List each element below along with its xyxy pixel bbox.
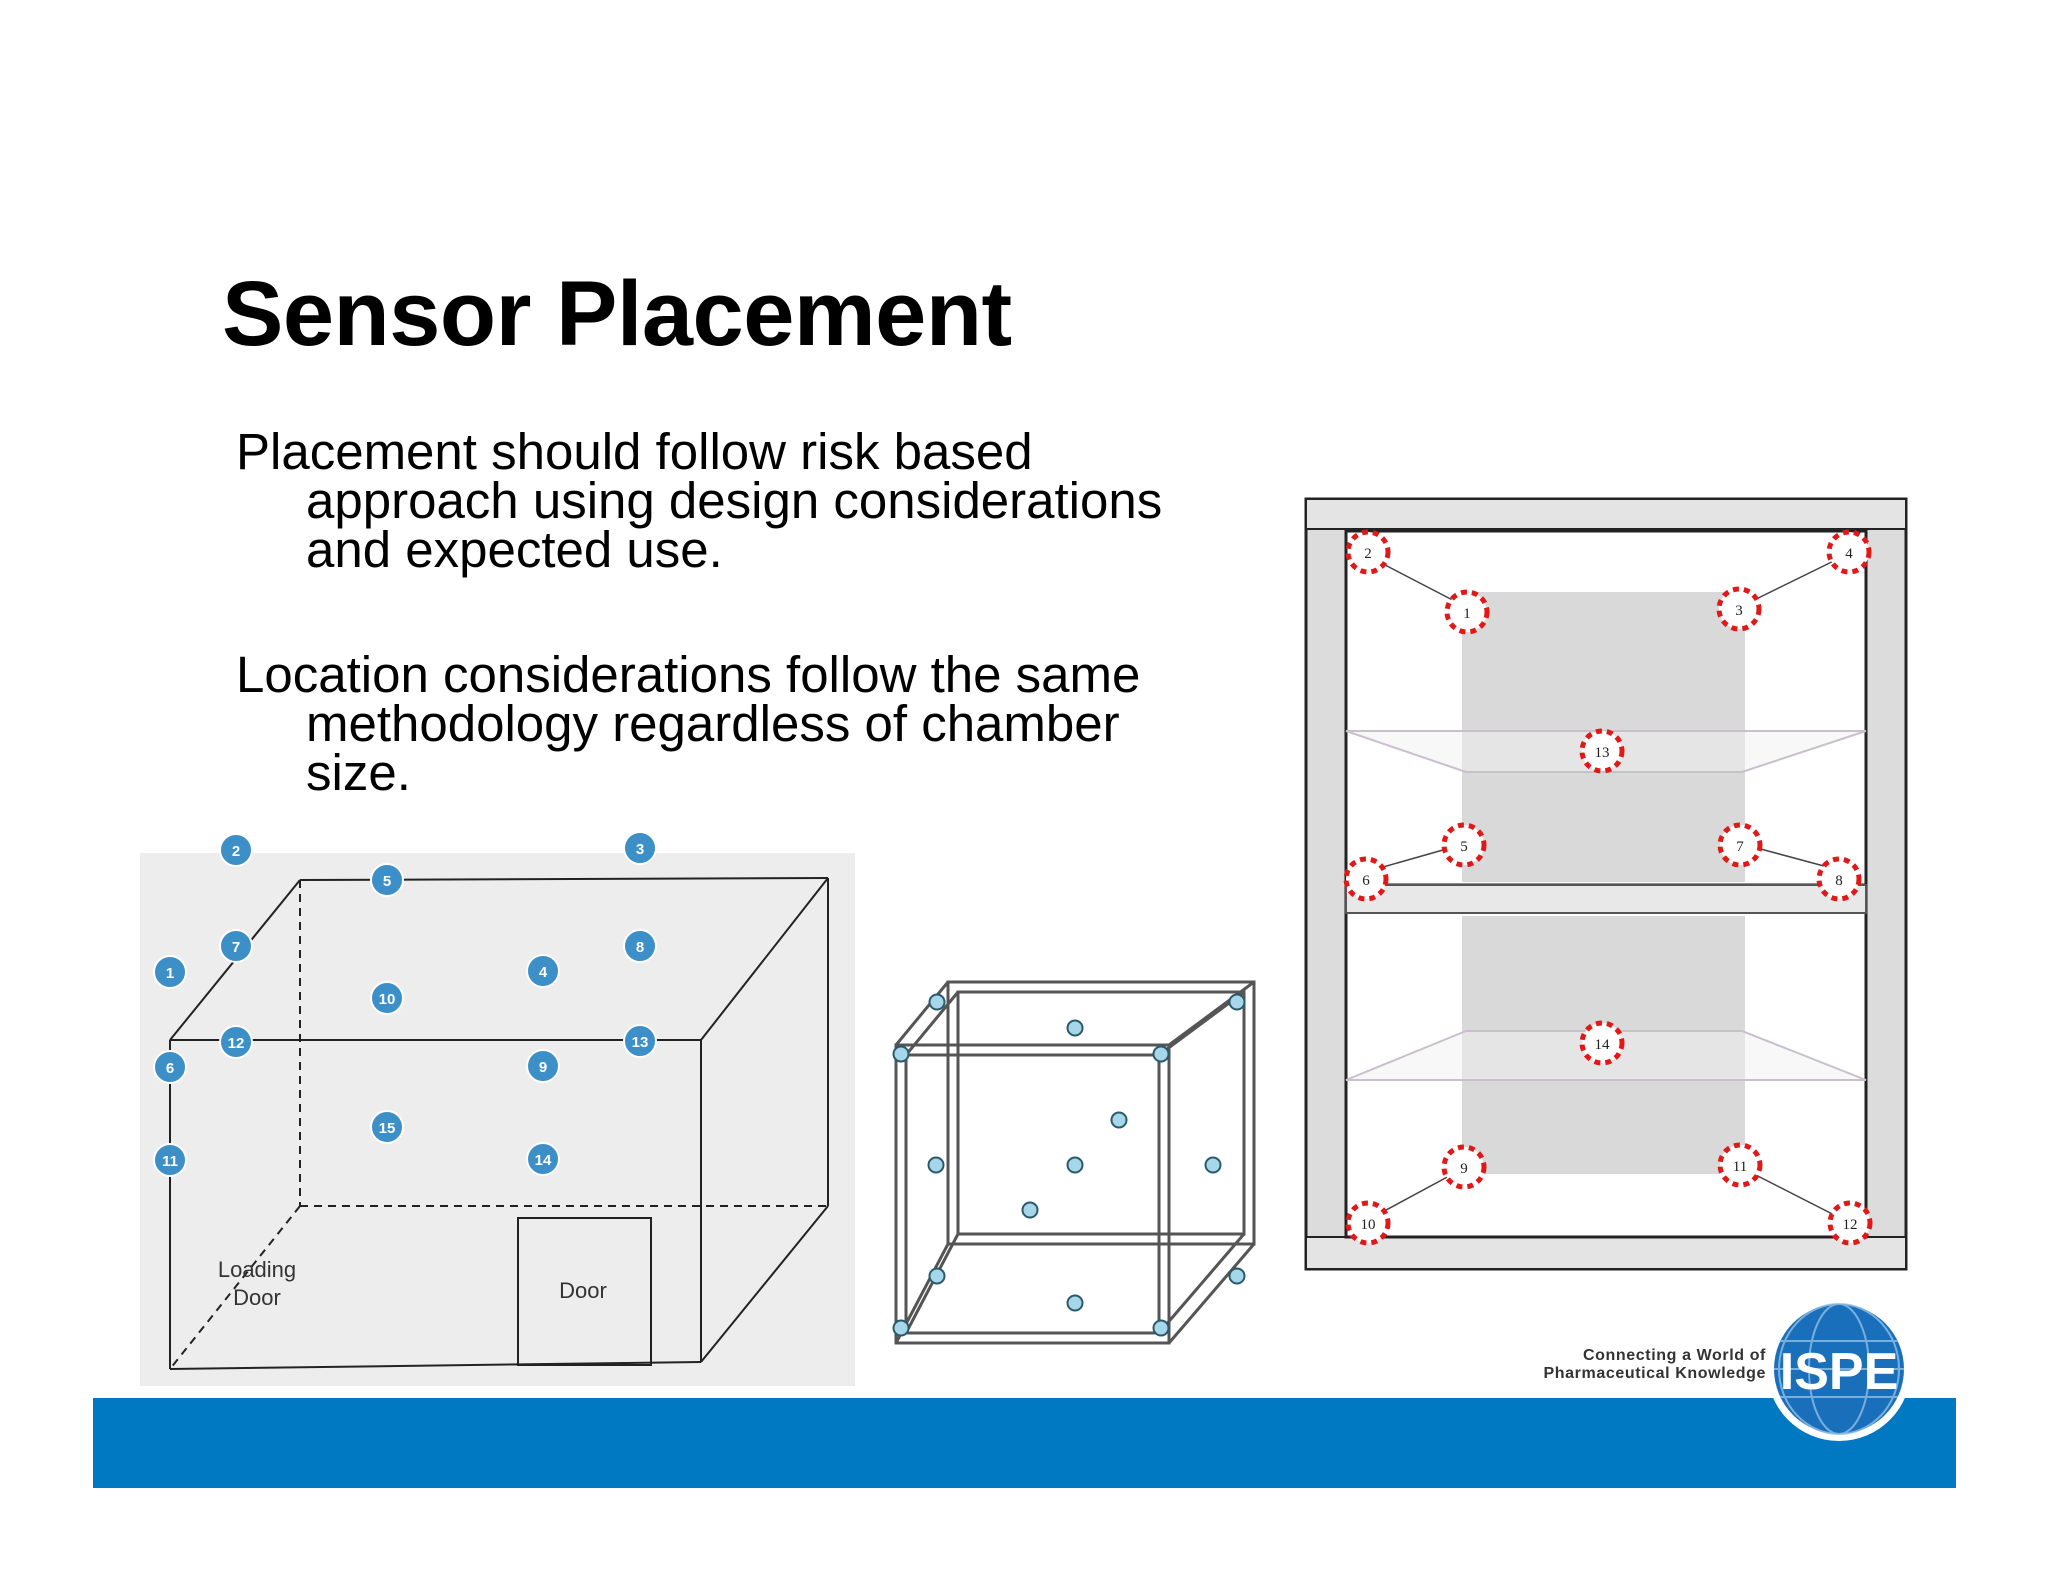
chamber-sensor-13: 13 [1579,728,1625,774]
svg-text:2: 2 [232,843,240,860]
svg-text:5: 5 [1460,839,1468,855]
chamber-sensor-4: 4 [1826,529,1872,575]
cube-sensor [1152,1045,1170,1063]
cube-sensor [1066,1019,1084,1037]
cube-sensor [1228,993,1246,1011]
box-sensor-13: 13 [623,1024,657,1058]
svg-text:12: 12 [228,1035,245,1052]
svg-text:7: 7 [1736,839,1744,855]
slide-title: Sensor Placement [222,263,1012,365]
cube-sensor [1204,1156,1222,1174]
diagram-background [140,853,855,1386]
svg-text:14: 14 [535,1152,552,1169]
chamber-sensor-3: 3 [1716,586,1762,632]
box-sensor-5: 5 [370,863,404,897]
cube-sensor [927,1156,945,1174]
chamber-top-panel [1305,498,1907,530]
svg-text:10: 10 [1361,1217,1376,1233]
cube-sensor-diagram [892,980,1256,1345]
svg-text:11: 11 [1733,1159,1747,1175]
svg-text:9: 9 [1460,1161,1468,1177]
chamber-middle-shelf [1345,884,1867,914]
svg-text:6: 6 [166,1060,174,1077]
cube-sensor [892,1045,910,1063]
svg-text:6: 6 [1362,873,1370,889]
box-sensor-9: 9 [526,1049,560,1083]
box-sensor-3: 3 [623,831,657,865]
svg-text:3: 3 [636,841,644,858]
svg-text:7: 7 [232,939,240,956]
svg-text:8: 8 [636,939,644,956]
svg-text:14: 14 [1595,1037,1611,1053]
chamber-sensor-5: 5 [1441,822,1487,868]
bullet-risk-based: Placement should follow risk based appro… [236,423,1163,578]
cube-sensor [1110,1111,1128,1129]
svg-text:12: 12 [1843,1217,1858,1233]
chamber-sensor-1: 1 [1444,589,1490,635]
loading-door-label-1: Loading [218,1257,296,1282]
svg-text:3: 3 [1735,603,1743,619]
tagline-line-2: Pharmaceutical Knowledge [1543,1365,1766,1382]
svg-text:13: 13 [632,1034,649,1051]
chamber-bottom-panel [1305,1236,1907,1270]
tagline-line-1: Connecting a World of [1583,1347,1766,1364]
svg-text:2: 2 [1364,546,1372,562]
bullet-location: Location considerations follow the same … [236,646,1141,801]
box-sensor-1: 1 [153,955,187,989]
svg-text:9: 9 [539,1059,547,1076]
box-sensor-2: 2 [219,833,253,867]
chamber-sensor-14: 14 [1579,1020,1625,1066]
cube-edges [894,980,1256,1345]
box-sensor-6: 6 [153,1050,187,1084]
chamber-sensor-2: 2 [1345,529,1391,575]
cube-sensor [1228,1267,1246,1285]
box-sensor-12: 12 [219,1025,253,1059]
svg-text:5: 5 [383,873,391,890]
box-sensor-15: 15 [370,1110,404,1144]
cube-sensor [1021,1201,1039,1219]
svg-text:1: 1 [166,965,174,982]
footer-tagline: Connecting a World of Pharmaceutical Kno… [1544,1347,1766,1383]
chamber-sensor-9: 9 [1441,1144,1487,1190]
logo-text: ISPE [1780,1343,1899,1401]
svg-text:1: 1 [1463,606,1471,622]
cube-sensor [1152,1319,1170,1337]
cube-sensor [928,1267,946,1285]
box-sensor-7: 7 [219,929,253,963]
chamber-sensor-7: 7 [1717,822,1763,868]
box-sensor-8: 8 [623,929,657,963]
ispe-logo: ISPE [1767,1297,1911,1441]
cube-sensor [1066,1294,1084,1312]
cube-sensor [1066,1156,1084,1174]
footer-bar [93,1398,1956,1488]
loading-door-label-2: Door [233,1285,281,1310]
svg-text:4: 4 [1845,546,1853,562]
chamber-sensor-11: 11 [1717,1142,1763,1188]
svg-text:11: 11 [162,1153,178,1170]
svg-text:15: 15 [379,1120,396,1137]
svg-text:8: 8 [1835,873,1843,889]
box-sensor-4: 4 [526,954,560,988]
box-sensor-10: 10 [370,981,404,1015]
door-label: Door [559,1278,607,1303]
svg-text:4: 4 [539,964,548,981]
cube-sensors [892,993,1246,1337]
svg-text:13: 13 [1595,745,1610,761]
svg-text:10: 10 [379,991,396,1008]
cube-sensor [892,1319,910,1337]
chamber-sensor-8: 8 [1816,856,1862,902]
chamber-sensor-6: 6 [1343,856,1389,902]
chamber-sensor-12: 12 [1827,1200,1873,1246]
box-sensor-11: 11 [153,1143,187,1177]
box-hidden-edges [169,880,828,1370]
cube-sensor [928,993,946,1011]
chamber-sensor-10: 10 [1345,1200,1391,1246]
box-sensor-14: 14 [526,1142,560,1176]
